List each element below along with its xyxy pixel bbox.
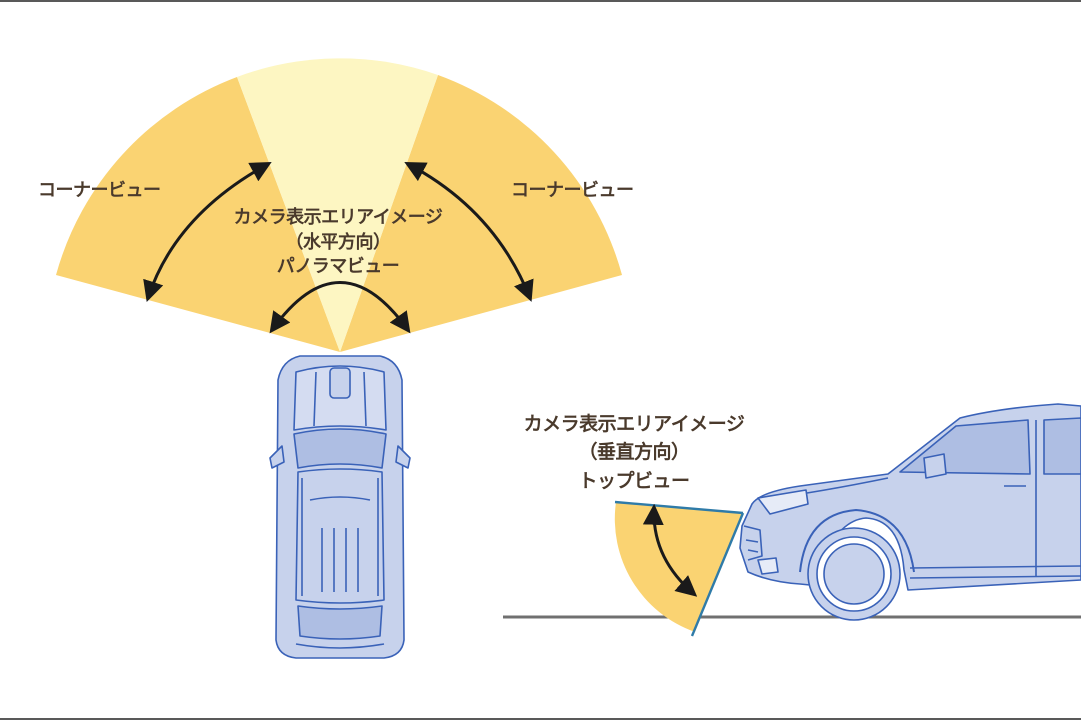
- horizontal-direction-label: （水平方向）: [285, 232, 392, 253]
- panorama-arc-arrow: [269, 281, 411, 334]
- horizontal-area-title: カメラ表示エリアイメージ: [233, 207, 443, 228]
- right-corner-arc-arrow: [404, 162, 534, 302]
- vertical-arc-arrow: [642, 503, 698, 597]
- corner-view-left-label: コーナービュー: [38, 180, 161, 201]
- vehicle-side-view-icon: [739, 403, 1081, 621]
- left-corner-arc-arrow: [143, 161, 272, 302]
- vertical-direction-label: （垂直方向）: [578, 441, 690, 463]
- area-lower-boundary-line: [690, 512, 745, 637]
- top-view-vertical-area: [614, 502, 742, 632]
- panorama-view-area: [237, 58, 438, 353]
- vertical-area-title: カメラ表示エリアイメージ: [523, 413, 745, 435]
- panorama-view-label: パノラマビュー: [276, 256, 400, 277]
- top-view-label: トップビュー: [578, 470, 690, 492]
- vehicle-top-view-icon: [269, 355, 411, 659]
- corner-view-right-label: コーナービュー: [511, 180, 634, 201]
